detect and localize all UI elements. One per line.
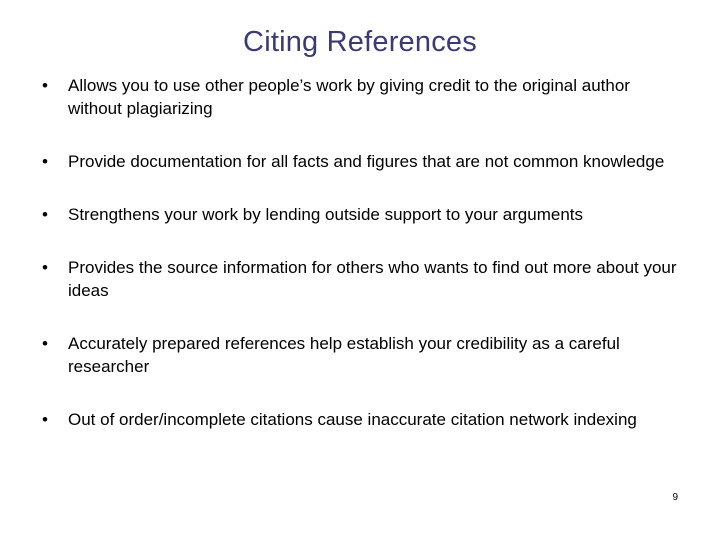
list-item: • Accurately prepared references help es…	[36, 332, 688, 378]
bullet-list: • Allows you to use other people’s work …	[36, 74, 688, 431]
list-item-text: Provides the source information for othe…	[68, 258, 677, 300]
bullet-point-icon: •	[42, 205, 48, 224]
list-item: • Provide documentation for all facts an…	[36, 150, 688, 173]
list-item-text: Provide documentation for all facts and …	[68, 152, 665, 171]
bullet-point-icon: •	[42, 258, 48, 277]
list-item: • Strengthens your work by lending outsi…	[36, 203, 688, 226]
list-item-text: Strengthens your work by lending outside…	[68, 205, 584, 224]
list-item: • Provides the source information for ot…	[36, 256, 688, 302]
page-title: Citing References	[243, 26, 477, 58]
bullet-point-icon: •	[42, 334, 48, 353]
slide-number: 9	[672, 492, 678, 503]
bullet-point-icon: •	[42, 410, 48, 429]
list-item-text: Allows you to use other people’s work by…	[68, 76, 630, 118]
list-item: • Out of order/incomplete citations caus…	[36, 408, 688, 431]
list-item-text: Accurately prepared references help esta…	[68, 334, 620, 376]
bullet-point-icon: •	[42, 152, 48, 171]
list-item: • Allows you to use other people’s work …	[36, 74, 688, 120]
bullet-point-icon: •	[42, 76, 48, 95]
list-item-text: Out of order/incomplete citations cause …	[68, 410, 637, 429]
